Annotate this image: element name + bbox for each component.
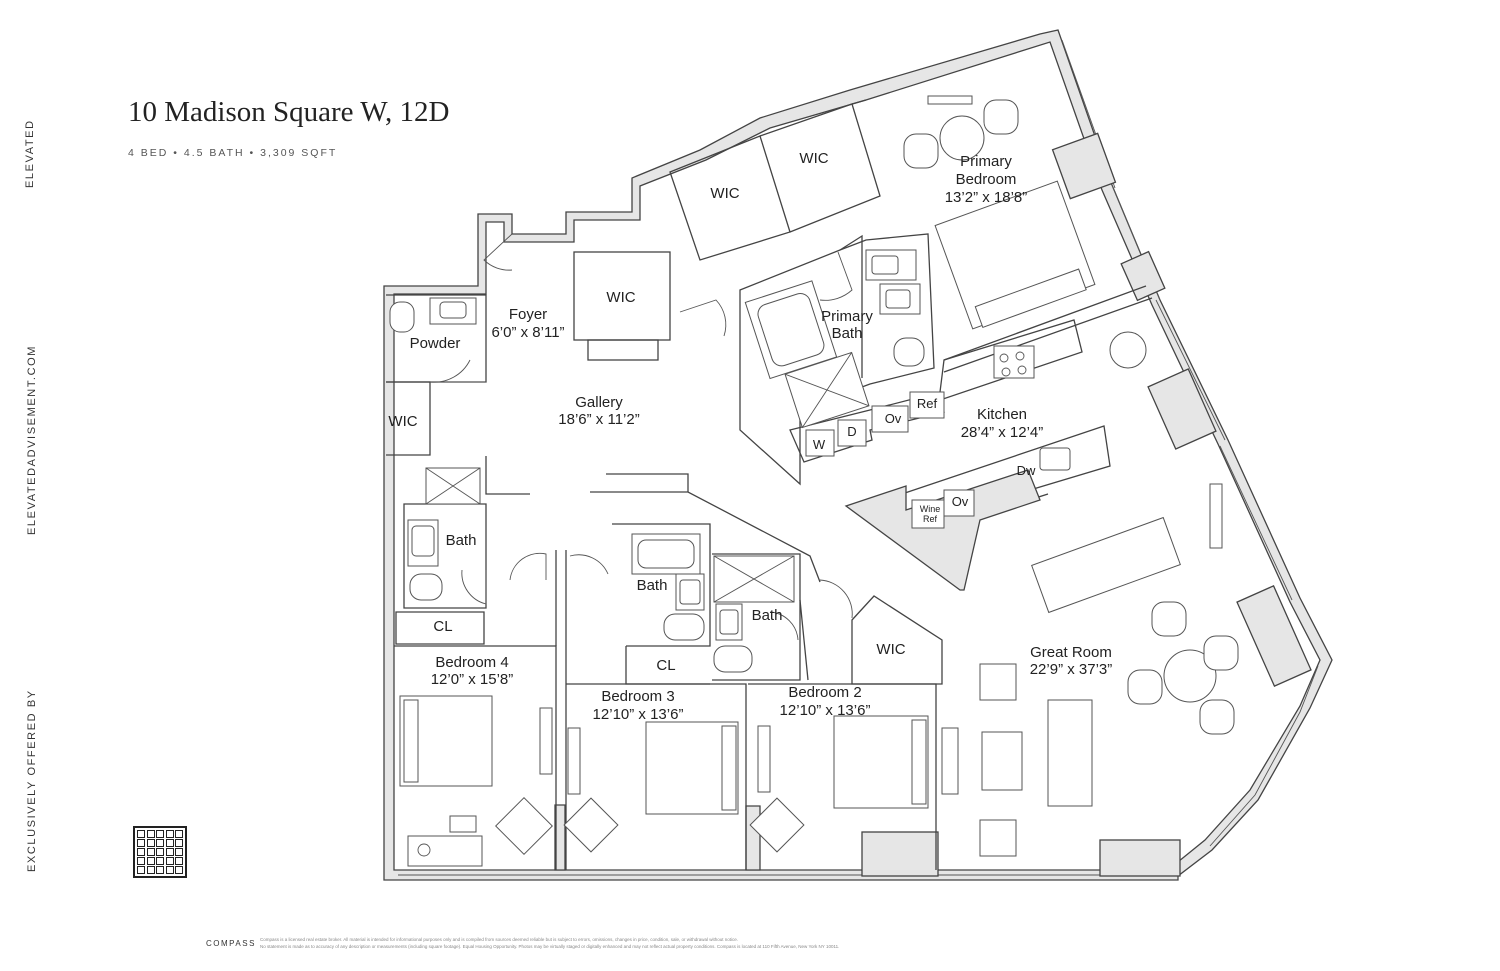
bedroom-3-label: Bedroom 3 <box>601 688 674 705</box>
legal-line-1: Compass is a licensed real estate broker… <box>260 937 738 942</box>
room-labels: Primary Bedroom 13’2” x 18’8” WIC WIC WI… <box>388 150 1112 723</box>
legal-disclaimer: Compass is a licensed real estate broker… <box>260 936 960 950</box>
foyer-size: 6’0” x 8’11” <box>491 324 564 341</box>
primary-bedroom-label-1: Primary <box>960 153 1012 170</box>
closet-mid-label: CL <box>656 657 675 674</box>
bath-left-label: Bath <box>446 532 477 549</box>
kitchen-size: 28’4” x 12’4” <box>961 424 1044 441</box>
building-logo-icon <box>133 826 187 878</box>
columns <box>554 132 1312 877</box>
doors <box>429 233 853 641</box>
wine-ref-label-1: Wine <box>920 504 941 514</box>
bedroom-2-label: Bedroom 2 <box>788 684 861 701</box>
foyer-label: Foyer <box>509 306 547 323</box>
compass-logo: COMPASS <box>206 939 256 948</box>
primary-bedroom-label-2: Bedroom <box>956 171 1017 188</box>
bedroom-4-size: 12’0” x 15’8” <box>431 671 514 688</box>
wic-bedroom-2-label: WIC <box>876 641 905 658</box>
washer-label: W <box>813 437 826 452</box>
outer-walls <box>383 29 1333 881</box>
closet-left-label: CL <box>433 618 452 635</box>
bedroom-4-label: Bedroom 4 <box>435 654 508 671</box>
oven-2-label: Ov <box>952 494 969 509</box>
wic-left-label: WIC <box>388 413 417 430</box>
bath-2-label: Bath <box>752 607 783 624</box>
wic-top-right-label: WIC <box>799 150 828 167</box>
great-room-label: Great Room <box>1030 644 1112 661</box>
wic-top-left-label: WIC <box>710 185 739 202</box>
dryer-label: D <box>847 424 856 439</box>
great-room-size: 22’9” x 37’3” <box>1030 661 1113 678</box>
powder-label: Powder <box>410 335 461 352</box>
primary-bath-label-2: Bath <box>832 325 863 342</box>
listing-title: 10 Madison Square W, 12D <box>128 96 450 128</box>
legal-line-2: No statement is made as to accuracy of a… <box>260 944 840 949</box>
gallery-label: Gallery <box>575 394 623 411</box>
gallery-size: 18’6” x 11’2” <box>558 411 639 428</box>
primary-bedroom-size: 13’2” x 18’8” <box>945 189 1028 206</box>
interior-walls <box>386 99 1153 870</box>
kitchen-label: Kitchen <box>977 406 1027 423</box>
bedroom-3-size: 12’10” x 13’6” <box>593 706 684 723</box>
dishwasher-label: Dw <box>1017 463 1036 478</box>
bath-3-label: Bath <box>637 577 668 594</box>
bedroom-2-size: 12’10” x 13’6” <box>780 702 871 719</box>
oven-label: Ov <box>885 411 902 426</box>
fixtures <box>389 249 1071 673</box>
wine-ref-label-2: Ref <box>923 514 938 524</box>
furniture <box>399 95 1239 867</box>
wic-foyer-label: WIC <box>606 289 635 306</box>
primary-bath-label-1: Primary <box>821 308 873 325</box>
listing-subtitle: 4 BED • 4.5 BATH • 3,309 SQFT <box>128 147 338 159</box>
refrigerator-label: Ref <box>917 396 938 411</box>
